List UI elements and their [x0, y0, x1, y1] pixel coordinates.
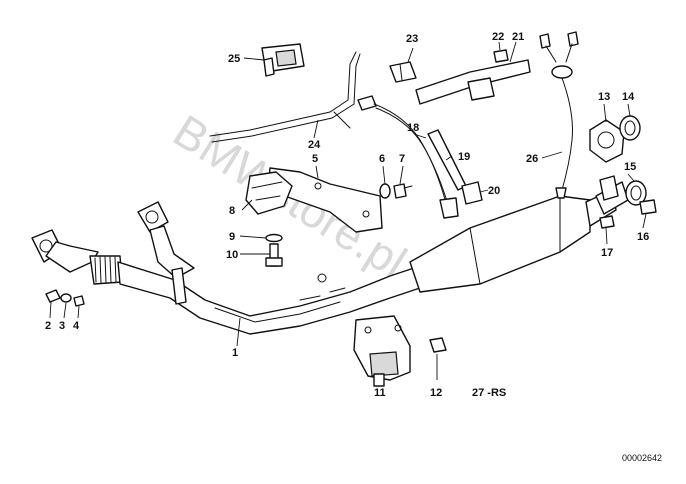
nut-part-2: [45, 289, 61, 303]
label-24: 24: [308, 139, 321, 151]
document-number: 00002642: [622, 453, 662, 463]
label-16: 16: [637, 231, 649, 243]
label-21: 21: [512, 31, 524, 43]
label-25: 25: [228, 53, 240, 65]
label-22: 22: [492, 31, 504, 43]
label-26: 26: [526, 153, 538, 165]
washer-part-3: [60, 293, 72, 303]
label-2: 2: [45, 320, 51, 332]
gasket-part-14: [619, 115, 641, 141]
label-4: 4: [73, 320, 80, 332]
ring-part-15: [625, 180, 647, 206]
hanger-rod-part-24: [209, 51, 361, 143]
label-1: 1: [232, 347, 238, 359]
label-8: 8: [229, 205, 235, 217]
label-10: 10: [226, 249, 238, 261]
front-exhaust-pipe: [31, 201, 421, 335]
label-14: 14: [622, 91, 635, 103]
nut-part-4: [73, 295, 85, 307]
clamp-part-8: [245, 171, 293, 215]
label-23: 23: [406, 33, 418, 45]
nut-part-22: [493, 49, 509, 63]
diagram-caption: 27 -RS: [472, 387, 506, 399]
label-9: 9: [229, 231, 235, 243]
nut-part-17: [599, 215, 615, 229]
label-6: 6: [379, 153, 385, 165]
label-3: 3: [59, 320, 65, 332]
bolt-part-10: [265, 243, 283, 267]
clamp-part-23: [389, 61, 417, 83]
label-12: 12: [430, 387, 442, 399]
rubber-mount-part-11: [353, 315, 411, 387]
label-5: 5: [312, 153, 318, 165]
label-7: 7: [399, 153, 405, 165]
label-13: 13: [598, 91, 610, 103]
catalytic-converter: [409, 175, 629, 293]
leader-lines: [49, 41, 647, 387]
label-11: 11: [374, 387, 386, 399]
washer-part-9: [265, 233, 283, 243]
nut-part-12: [429, 337, 447, 353]
label-17: 17: [601, 247, 613, 259]
label-18: 18: [407, 122, 419, 134]
rubber-hanger-part-25: [261, 43, 305, 77]
oxygen-sensor-part-18: [357, 95, 459, 219]
label-19: 19: [458, 151, 470, 163]
sensor-cable-part-26: [539, 31, 579, 199]
bolt-part-7: [393, 183, 413, 199]
label-15: 15: [624, 161, 636, 173]
heat-shield-part-21: [415, 59, 531, 105]
flange-part-13: [589, 119, 625, 163]
clip-part-20: [461, 181, 483, 205]
washer-part-6: [379, 183, 391, 199]
label-20: 20: [488, 185, 500, 197]
bolt-part-16: [639, 199, 657, 215]
